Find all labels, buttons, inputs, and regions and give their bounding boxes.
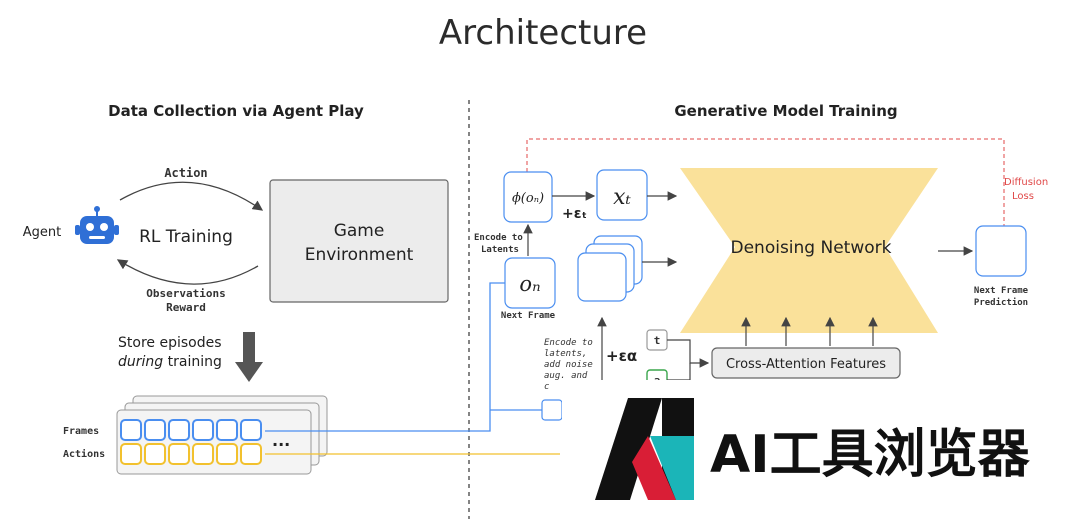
rl-training-label: RL Training xyxy=(139,227,233,247)
action-label: Action xyxy=(164,166,207,180)
next-frame-prediction-line2: Prediction xyxy=(974,297,1028,308)
agent-label: Agent xyxy=(23,225,61,240)
left-panel-heading: Data Collection via Agent Play xyxy=(108,102,364,120)
actions-label: Actions xyxy=(63,448,105,460)
store-rest-word: training xyxy=(163,354,222,370)
denoising-network-label: Denoising Network xyxy=(731,238,892,258)
on-frame-box xyxy=(504,257,556,309)
cross-attention-arrows xyxy=(741,316,878,346)
store-episodes-line2: during training xyxy=(118,354,222,370)
noise-note-line: Encode to xyxy=(544,338,593,348)
frame-cells xyxy=(120,419,262,441)
phi-label: ϕ(oₙ) xyxy=(512,191,544,206)
page-title: Architecture xyxy=(439,13,647,53)
frames-connector-line xyxy=(265,282,505,432)
on-label: oₙ xyxy=(519,272,540,296)
noise-note-line: latents, xyxy=(544,349,587,359)
encode-latents-line1: Encode to xyxy=(474,233,523,243)
frame-cell xyxy=(192,419,214,441)
action-cell xyxy=(192,443,214,465)
diffusion-loss-line1: Diffusion xyxy=(1004,177,1048,188)
encode-latents-line2: Latents xyxy=(481,245,519,255)
next-frame-prediction-box xyxy=(975,225,1027,277)
phi-latent-box xyxy=(503,171,553,223)
watermark-text: AI工具浏览器 xyxy=(710,425,1031,485)
store-italic-word: during xyxy=(118,354,163,370)
observations-label: Observations xyxy=(146,287,225,300)
game-environment-box xyxy=(269,179,449,303)
diffusion-loss-line2: Loss xyxy=(1012,191,1034,202)
a-to-cross-attention xyxy=(667,363,691,381)
action-cell xyxy=(216,443,238,465)
frame-cell xyxy=(240,419,262,441)
frame-cell xyxy=(216,419,238,441)
noise-note-line: c xyxy=(544,382,549,392)
t-input-label: t xyxy=(654,334,661,347)
action-cell xyxy=(240,443,262,465)
cross-attention-box xyxy=(711,347,901,379)
frame-cell xyxy=(168,419,190,441)
frame-cell xyxy=(120,419,142,441)
episode-ellipsis: ... xyxy=(272,431,290,450)
action-arrow xyxy=(119,181,264,211)
eps-t-label: +εₜ xyxy=(562,206,587,222)
diffusion-loss-path xyxy=(526,138,1005,226)
eps-a-label: +εα xyxy=(606,347,637,365)
frame-cell xyxy=(144,419,166,441)
xt-box xyxy=(596,169,648,221)
game-environment-line2: Environment xyxy=(305,245,414,265)
cross-attention-label: Cross-Attention Features xyxy=(726,357,886,372)
next-frame-prediction-line1: Next Frame xyxy=(974,286,1029,296)
action-cells xyxy=(120,443,262,465)
t-to-cross-attention xyxy=(667,339,710,368)
noise-note-line: aug. and xyxy=(544,371,588,381)
action-cell xyxy=(168,443,190,465)
next-frame-label: Next Frame xyxy=(501,311,556,321)
noise-note-line: add noise xyxy=(544,360,593,370)
denoising-network-shape xyxy=(680,168,938,333)
watermark-logo xyxy=(595,398,694,500)
action-cell xyxy=(120,443,142,465)
right-panel-heading: Generative Model Training xyxy=(674,102,897,120)
game-environment-line1: Game xyxy=(334,221,385,241)
reward-label: Reward xyxy=(166,301,206,314)
store-down-arrow xyxy=(235,332,263,382)
action-cell xyxy=(144,443,166,465)
store-episodes-line1: Store episodes xyxy=(118,335,222,351)
frames-label: Frames xyxy=(63,426,99,437)
context-frames-stack xyxy=(577,235,643,302)
xt-label: xₜ xyxy=(613,185,631,210)
observations-arrow xyxy=(116,259,259,285)
hidden-embed-box xyxy=(541,399,563,421)
robot-agent-icon xyxy=(75,206,119,244)
